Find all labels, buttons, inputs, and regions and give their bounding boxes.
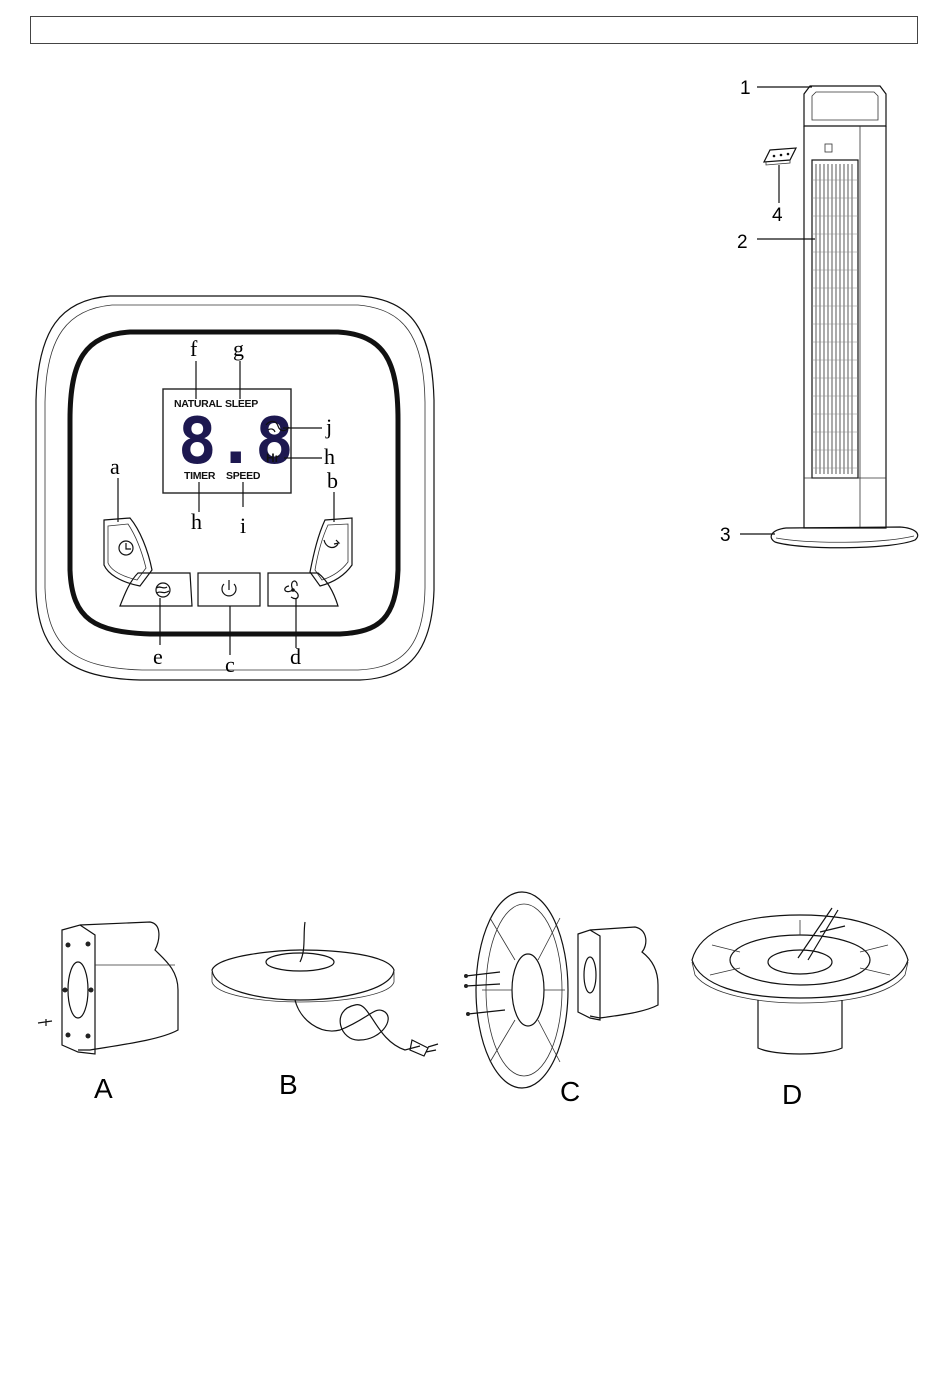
assembly-figure-d: D [692,908,908,1110]
tower-grille-slats [812,164,858,474]
lcd-hr-label: Hr [266,451,280,465]
base-column-hole-c [584,957,596,993]
figure-label-c: C [560,1076,580,1107]
base-plate-edge [212,972,394,1002]
callout-e: e [153,644,163,669]
timer-button [104,518,152,586]
power-icon [222,580,236,596]
screw [38,1019,52,1026]
base-column-below [758,1000,842,1054]
base-disc-hub-d [768,950,832,974]
tower-grille [812,160,858,478]
callout-h-right: h [324,444,335,469]
control-panel-illustration: NATURAL SLEEP 8.8 Hr TIMER SPEED [36,296,434,680]
base-column-flange-c [578,930,600,1020]
callout-3: 3 [720,525,731,546]
tower-base [771,527,918,548]
lcd-speed-label: SPEED [226,470,261,482]
assembly-figure-c: C [464,892,658,1107]
base-disc-rim [692,962,908,1003]
base-disc-hub [512,954,544,1026]
callout-4: 4 [772,205,783,226]
assembly-figure-b: B [212,922,438,1100]
callout-g: g [233,336,244,361]
lcd-timer-label: TIMER [184,470,216,482]
tower-base-edge [776,536,914,542]
base-disc-ribs [482,918,565,1062]
tower-control-panel-top [812,92,878,120]
remote-control [764,148,796,165]
callout-c: c [225,652,235,677]
tower-fan-illustration: 1 2 3 4 [720,78,918,548]
callout-1: 1 [740,78,751,99]
callout-d: d [290,644,301,669]
figure-label-d: D [782,1079,802,1110]
callout-h-bottom: h [191,509,202,534]
timer-button-inner [108,524,146,580]
base-column-hole [68,962,88,1018]
base-column-screws [63,942,94,1039]
clock-icon [119,541,133,555]
callout-b: b [327,468,338,493]
power-cord-coil [295,1000,420,1050]
base-disc-inner [730,935,870,985]
callout-a: a [110,454,120,479]
figure-label-b: B [279,1069,298,1100]
callout-i: i [240,513,246,538]
base-disc-ribs-d [710,920,890,975]
callout-j: j [325,414,332,439]
figure-label-a: A [94,1073,113,1104]
power-cord-top [300,922,305,962]
mode-icon [156,583,170,597]
assembly-figure-a: A [38,922,178,1104]
callout-2: 2 [737,232,748,253]
screws [464,972,505,1016]
oscillation-icon [324,540,339,547]
callout-f: f [190,336,198,361]
fan-icon [285,581,298,599]
base-plate [212,950,394,1000]
tower-sensor [825,144,832,152]
base-column-body [78,922,178,1050]
lcd-digits: 8.8 [178,405,294,479]
